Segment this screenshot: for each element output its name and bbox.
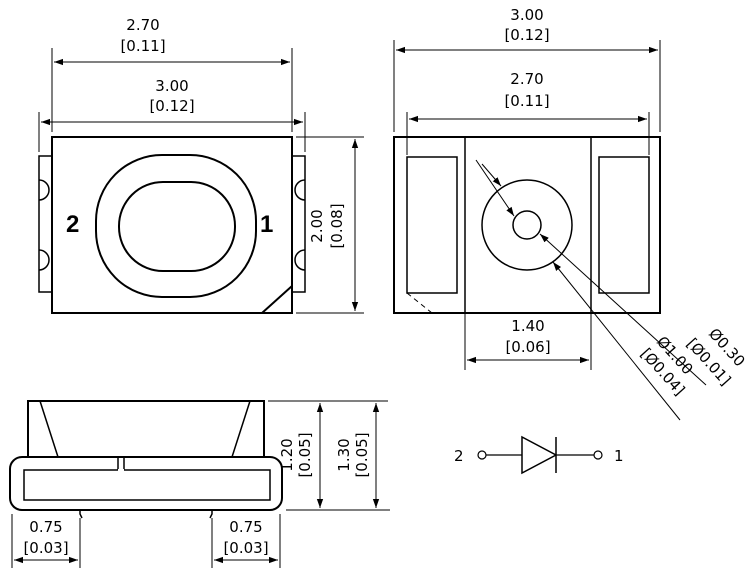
dim-2-70-inch: [0.11] [120, 37, 165, 55]
dim-2-00-mm: 2.00 [308, 209, 326, 242]
dim-2-70-mm: 2.70 [126, 16, 159, 34]
side-lens-draft-left [39, 400, 59, 458]
leader-dia-1-00-start [481, 163, 502, 187]
dim-right-3-00-mm: 3.00 [510, 6, 543, 24]
dim-1-40-inch: [0.06] [505, 338, 550, 356]
dim-right-2-70-inch: [0.11] [504, 92, 549, 110]
dim-1-30-mm: 1.30 [335, 438, 353, 471]
top-lead-bump [38, 179, 50, 201]
dim-2-00-inch: [0.08] [328, 203, 346, 248]
top-lead-bump [38, 249, 50, 271]
bottom-body-outline [393, 136, 661, 314]
dim-pad-left-inch: [0.03] [23, 539, 68, 557]
top-lead-bump [294, 179, 306, 201]
dim-pad-left-mm: 0.75 [29, 518, 62, 536]
diode-schematic: 2 1 [454, 435, 624, 475]
lens-inner-ring [118, 181, 236, 272]
dim-pad-right-mm: 0.75 [229, 518, 262, 536]
leader-dia-0-30 [539, 233, 707, 386]
schematic-pin-1-label: 1 [614, 447, 624, 465]
bottom-view: 3.00 [0.12] 2.70 [0.11] 1.40 [0.06] Ø0.3… [393, 6, 749, 421]
leader-dia-0-30-start [475, 159, 515, 217]
dim-pad-right-inch: [0.03] [223, 539, 268, 557]
dim-right-2-70-mm: 2.70 [510, 70, 543, 88]
pad-edge-left [79, 510, 83, 519]
lens-circle-large [481, 179, 573, 271]
dim-3-00-mm: 3.00 [155, 77, 188, 95]
dim-1-30-inch: [0.05] [353, 432, 371, 477]
schematic-pin-2-label: 2 [454, 447, 464, 465]
dim-1-20-inch: [0.05] [296, 432, 314, 477]
side-lens-draft-right [231, 400, 251, 458]
top-pin-2-label: 2 [66, 211, 79, 238]
pad-chamfer-hidden-line [406, 292, 433, 314]
diode-triangle-icon [521, 435, 558, 475]
side-view: 1.20 [0.05] 1.30 [0.05] 0.75 [0.03] 0.75… [9, 400, 390, 568]
side-body [27, 400, 265, 458]
dim-1-20-mm: 1.20 [278, 438, 296, 471]
pad-edge-right [209, 510, 213, 519]
bottom-pad-right [598, 156, 650, 294]
lens-outer-ring [95, 154, 257, 298]
top-view: 2 1 2.70 [0.11] 3.00 [0.12] 2.00 [0.08] [38, 16, 364, 314]
schematic-terminal-1 [593, 450, 603, 460]
top-pin-1-label: 1 [260, 211, 273, 238]
side-lead-inner [23, 469, 271, 501]
dim-1-40-mm: 1.40 [511, 317, 544, 335]
top-lead-right [291, 155, 306, 293]
top-lead-left [38, 155, 53, 293]
bottom-pad-left [406, 156, 458, 294]
schematic-terminal-2 [477, 450, 487, 460]
top-lead-bump [294, 249, 306, 271]
dim-3-00-inch: [0.12] [149, 97, 194, 115]
cathode-chamfer-mark [261, 285, 293, 314]
lens-circle-small [512, 210, 542, 240]
dim-right-3-00-inch: [0.12] [504, 26, 549, 44]
leader-dia-1-00 [552, 261, 681, 421]
